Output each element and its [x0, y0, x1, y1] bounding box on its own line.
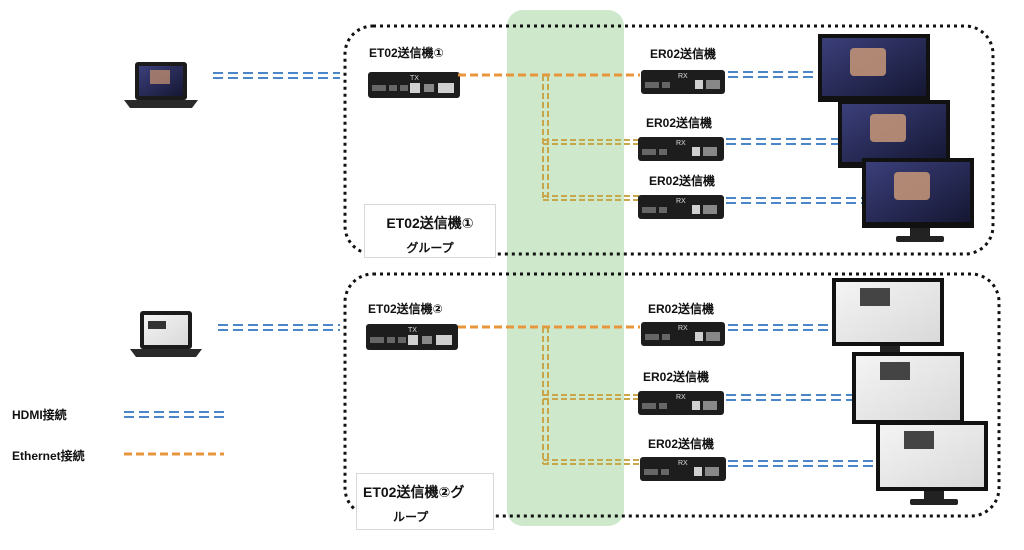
- monitor-icon: [818, 34, 930, 102]
- transmitter-label: ET02送信機②: [368, 302, 443, 316]
- rx-device-label: RX: [676, 140, 686, 147]
- receiver-label: ER02送信機: [648, 302, 715, 316]
- group2-label-box: ET02送信機②グ ループ: [356, 473, 494, 530]
- monitor-icon: [852, 352, 964, 424]
- rx-device-label: RX: [678, 73, 688, 80]
- receiver-label: ER02送信機: [649, 174, 716, 188]
- group1-label-box: ET02送信機① グループ: [364, 204, 496, 258]
- rx-device-label: RX: [678, 325, 688, 332]
- legend-hdmi-label: HDMI接続: [12, 408, 67, 422]
- monitor-icon: [838, 100, 950, 168]
- legend-ethernet-label: Ethernet接続: [12, 449, 85, 463]
- monitor-icon: [876, 421, 988, 505]
- receiver-device: [641, 70, 725, 94]
- receiver-label: ER02送信機: [650, 47, 717, 61]
- group1-border: [343, 24, 995, 256]
- transmitter-device: [366, 324, 458, 350]
- receiver-label: ER02送信機: [646, 116, 713, 130]
- ethernet-branch: [542, 327, 640, 465]
- transmitter-label: ET02送信機①: [369, 46, 444, 60]
- rx-device-label: RX: [676, 198, 686, 205]
- group-title: ET02送信機①: [386, 215, 474, 231]
- receiver-label: ER02送信機: [648, 437, 715, 451]
- receiver-device: [641, 322, 725, 346]
- tx-device-label: TX: [408, 327, 417, 334]
- monitor-icon: [862, 158, 974, 242]
- rx-device-label: RX: [678, 460, 688, 467]
- tx-device-label: TX: [410, 75, 419, 82]
- monitor-icon: [832, 278, 944, 352]
- laptop-icon: [130, 311, 202, 357]
- receiver-device: [638, 391, 724, 415]
- switch-zone: [507, 10, 624, 526]
- hdmi-link: [726, 324, 876, 467]
- ethernet-branch: [542, 75, 640, 201]
- receiver-device: [638, 137, 724, 161]
- receiver-device: [640, 457, 726, 481]
- transmitter-device: [368, 72, 460, 98]
- hdmi-link: [218, 324, 340, 331]
- group2-border: [343, 272, 1001, 518]
- group-subtitle: グループ: [406, 241, 454, 255]
- receiver-label: ER02送信機: [643, 370, 710, 384]
- group-subtitle: ループ: [393, 510, 429, 524]
- group-title: ET02送信機②グ: [363, 484, 465, 500]
- hdmi-link: [726, 71, 862, 204]
- hdmi-link: [213, 72, 340, 79]
- laptop-icon: [124, 62, 198, 108]
- receiver-device: [638, 195, 724, 219]
- rx-device-label: RX: [676, 394, 686, 401]
